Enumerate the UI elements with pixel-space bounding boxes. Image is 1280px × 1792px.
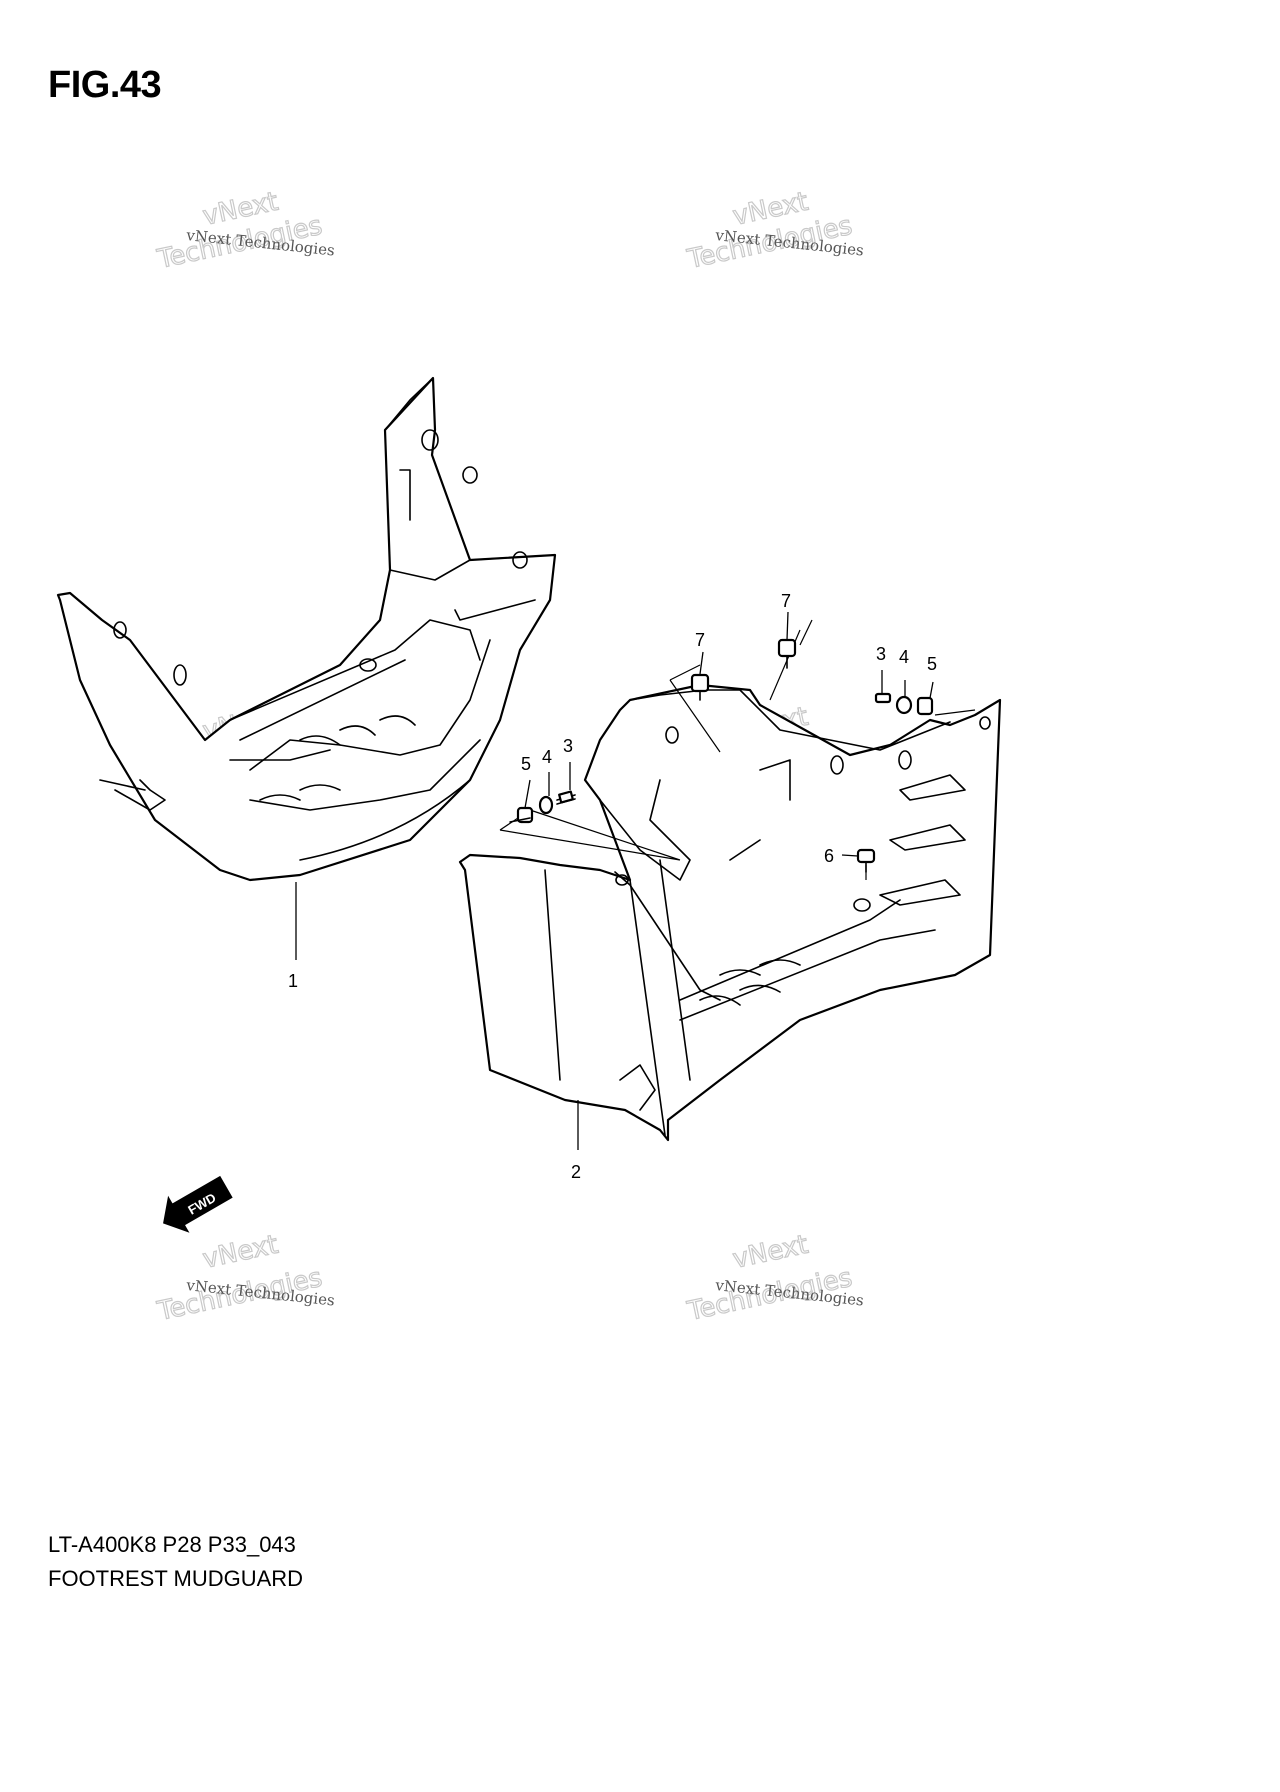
watermark-big-1: vNext bbox=[730, 1230, 811, 1275]
part-1-left-mudguard bbox=[56, 376, 557, 882]
fastener-5-left bbox=[509, 806, 534, 824]
callout-5-left: 5 bbox=[521, 754, 531, 774]
fastener-7-right bbox=[777, 638, 797, 669]
callout-3-left: 3 bbox=[563, 736, 573, 756]
watermark-top-left: vNext Technologies vNext Technologies bbox=[154, 186, 336, 276]
fastener-7-left bbox=[690, 673, 710, 701]
callout-6: 6 bbox=[824, 846, 834, 866]
callout-3-right: 3 bbox=[876, 644, 886, 664]
callout-1: 1 bbox=[288, 971, 298, 991]
callouts: 1 2 3 4 5 3 4 5 6 7 7 bbox=[288, 591, 937, 1182]
fastener-4-right bbox=[895, 695, 913, 715]
section-name: FOOTREST MUDGUARD bbox=[48, 1566, 304, 1591]
fwd-arrow-icon: FWD bbox=[163, 1175, 233, 1233]
watermark-bottom-right: vNext Technologies vNext Technologies bbox=[684, 1229, 865, 1328]
model-code: LT-A400K8 P28 P33_043 bbox=[48, 1532, 296, 1557]
callout-7-left: 7 bbox=[695, 630, 705, 650]
callout-7-right: 7 bbox=[781, 591, 791, 611]
fastener-3-right bbox=[874, 692, 892, 704]
watermark-bottom-left: vNext Technologies vNext Technologies bbox=[154, 1229, 336, 1328]
fastener-4-left bbox=[538, 795, 554, 815]
part-2-right-mudguard bbox=[458, 683, 1002, 1142]
fastener-3-left bbox=[556, 790, 576, 805]
figure-title: FIG.43 bbox=[48, 64, 162, 106]
callout-5-right: 5 bbox=[927, 654, 937, 674]
watermark-big-1: vNext bbox=[200, 1230, 281, 1275]
watermark-top-right: vNext Technologies vNext Technologies bbox=[684, 186, 865, 276]
callout-4-left: 4 bbox=[542, 747, 552, 767]
leader-lines bbox=[295, 611, 934, 1150]
callout-2: 2 bbox=[571, 1162, 581, 1182]
fastener-5-right bbox=[916, 696, 934, 716]
callout-4-right: 4 bbox=[899, 647, 909, 667]
